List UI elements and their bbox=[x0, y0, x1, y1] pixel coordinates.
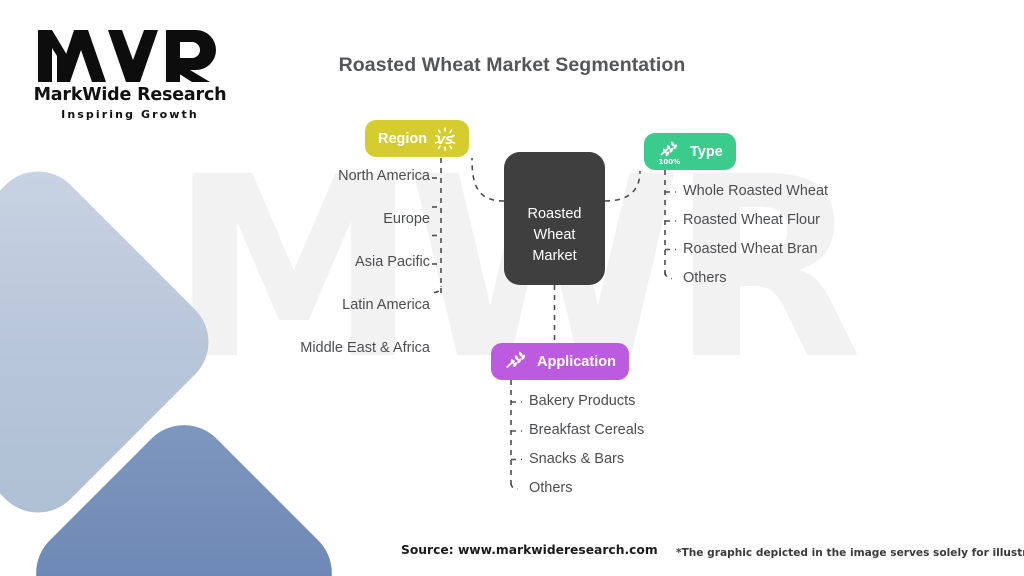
branch-items-region: North America Europe Asia Pacific Latin … bbox=[260, 169, 430, 384]
wheat-100-percent-icon: ·100% bbox=[657, 139, 683, 165]
source-text: Source: www.markwideresearch.com bbox=[401, 543, 658, 557]
list-item[interactable]: North America bbox=[338, 168, 430, 184]
list-item[interactable]: Others bbox=[683, 270, 727, 286]
list-item[interactable]: Breakfast Cereals bbox=[529, 422, 645, 438]
disclaimer-text: *The graphic depicted in the image serve… bbox=[676, 547, 1024, 559]
brand-name: MarkWide Research bbox=[33, 85, 227, 105]
list-item[interactable]: Roasted Wheat Bran bbox=[683, 241, 818, 257]
list-item[interactable]: Europe bbox=[383, 211, 430, 227]
list-item[interactable]: Latin America bbox=[342, 297, 430, 313]
branch-badge-application[interactable]: Application bbox=[491, 343, 629, 380]
connector-core-region bbox=[471, 157, 505, 202]
list-item[interactable]: Bakery Products bbox=[529, 393, 636, 409]
mwr-monogram-icon bbox=[38, 30, 216, 82]
list-item[interactable]: Asia Pacific bbox=[355, 254, 430, 270]
list-item[interactable]: Others bbox=[529, 480, 573, 496]
svg-text:·100%: ·100% bbox=[657, 158, 680, 165]
versus-icon: VS bbox=[434, 126, 456, 151]
branch-items-application: Bakery Products Breakfast Cereals Snacks… bbox=[529, 394, 644, 510]
branch-label-region: Region bbox=[378, 130, 428, 147]
branch-badge-region[interactable]: Region VS bbox=[365, 120, 470, 157]
stub-application-3 bbox=[510, 482, 519, 490]
list-item[interactable]: Whole Roasted Wheat bbox=[683, 183, 829, 199]
center-node: Roasted Wheat Market bbox=[504, 152, 605, 285]
list-item[interactable]: Snacks & Bars bbox=[529, 451, 625, 467]
center-node-label: Roasted Wheat Market bbox=[527, 204, 581, 267]
stub-type-3 bbox=[664, 271, 673, 280]
brand-tagline: Inspiring Growth bbox=[61, 108, 199, 121]
branch-label-type: Type bbox=[690, 143, 723, 160]
branch-items-type: Whole Roasted Wheat Roasted Wheat Flour … bbox=[683, 184, 828, 300]
brand-logo: MarkWide Research Inspiring Growth bbox=[30, 26, 230, 121]
branch-badge-type[interactable]: ·100% Type bbox=[644, 133, 736, 170]
stub-region-4 bbox=[433, 285, 442, 294]
branch-label-application: Application bbox=[537, 353, 616, 370]
decorative-square-dark bbox=[17, 406, 351, 576]
center-node-line-3: Market bbox=[532, 248, 577, 264]
list-item[interactable]: Roasted Wheat Flour bbox=[683, 212, 821, 228]
list-item[interactable]: Middle East & Africa bbox=[300, 340, 430, 356]
page-title: Roasted Wheat Market Segmentation bbox=[338, 54, 686, 76]
svg-text:VS: VS bbox=[437, 134, 454, 147]
center-node-line-1: Roasted bbox=[527, 206, 582, 222]
decorative-square-light bbox=[0, 152, 228, 532]
wheat-icon bbox=[504, 350, 530, 374]
connector-core-type bbox=[604, 170, 641, 202]
center-node-line-2: Wheat bbox=[533, 227, 576, 243]
